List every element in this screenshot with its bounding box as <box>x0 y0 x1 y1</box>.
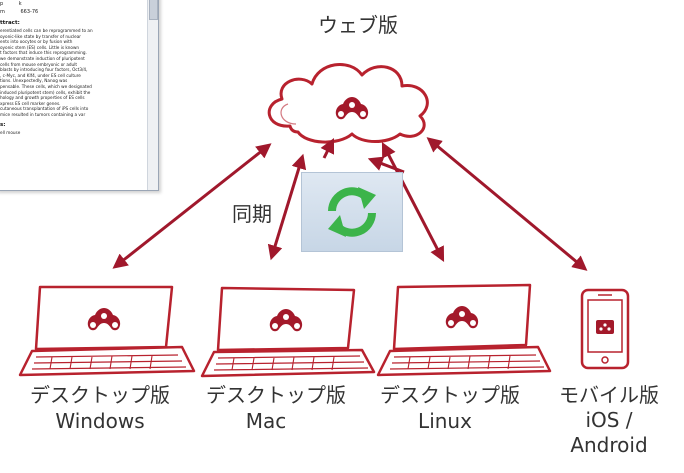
arrow-mac-left <box>267 153 307 261</box>
desktop-linux-label: デスクトップ版 <box>380 383 520 407</box>
abstract-line: we demonstrate induction of pluripotent <box>0 55 85 61</box>
paper-meta-row2-right: 663-76 <box>20 9 39 15</box>
paper-meta-row2-left: m <box>0 9 5 15</box>
abstract-heading: ttract: <box>0 20 20 26</box>
abstract-line: t factors that induce this reprogramming… <box>0 50 87 56</box>
abstract-line: mice resulted in tumors containing a var <box>0 111 86 117</box>
abstract-line: oyonic stem (ES) cells. Little is known <box>0 44 80 50</box>
paper-scrollbar[interactable] <box>147 0 158 190</box>
abstract-line: pensable. These cells, which we designat… <box>0 83 92 89</box>
abstract-text: erentiated cells can be reprogrammed to … <box>0 28 146 118</box>
laptop-icon <box>376 283 552 377</box>
abstract-line: blasts by introducing four factors, Oct3… <box>0 67 88 73</box>
abstract-line: cutaneous transplantation of iPS cells i… <box>0 106 89 112</box>
sync-icon <box>328 187 376 237</box>
mobile-os-label: iOS / Android <box>570 408 648 457</box>
abstract-line: erentiated cells can be reprogrammed to … <box>0 28 93 33</box>
paper-meta: p k <box>0 0 146 8</box>
paper-meta-left: p <box>0 1 4 7</box>
laptop-icon <box>200 286 376 378</box>
arrow-linux-inner <box>367 156 405 174</box>
arrow-mac-right <box>320 137 335 159</box>
desktop-mac-label: デスクトップ版 <box>206 383 346 407</box>
abstract-line: hology and growth properties of ES cells <box>0 95 85 101</box>
abstract-line: xpress ES cell marker genes. <box>0 100 61 106</box>
paper-meta-row2: m 663-76 <box>0 8 146 16</box>
desktop-windows-label: デスクトップ版 <box>30 383 170 407</box>
web-version-label: ウェブ版 <box>318 13 398 37</box>
scrollbar-thumb[interactable] <box>149 0 158 20</box>
cloud-icon <box>267 63 429 144</box>
abstract-line: cells from mouse embryonic or adult <box>0 61 78 67</box>
sync-label: 同期 <box>232 202 272 226</box>
sync-arrows <box>112 137 588 271</box>
paper-meta-mid: k <box>18 1 22 7</box>
mobile-label: モバイル版 <box>559 383 659 407</box>
arrow-windows <box>112 143 272 269</box>
laptop-icon <box>18 285 196 377</box>
paper-content: p k m 663-76 ttract: erentiated cells ca… <box>0 0 146 135</box>
arrow-mobile <box>426 137 588 271</box>
abstract-line: induced pluripotent stem) cells, exhibit… <box>0 89 91 95</box>
abstract-line: oyonic-like state by transfer of nuclear <box>0 33 82 39</box>
paper-screenshot: p k m 663-76 ttract: erentiated cells ca… <box>0 0 159 191</box>
sync-button[interactable] <box>301 172 403 252</box>
linux-os-label: Linux <box>418 409 472 433</box>
abstract-line: ents into oocytes or by fusion with <box>0 39 73 45</box>
keywords-text: ell mouse <box>0 129 21 135</box>
mac-os-label: Mac <box>245 409 287 433</box>
abstract-line: , c-Myc, and Klf4, under ES cell culture <box>0 72 81 78</box>
abstract-line: tions. Unexpectedly, Nanog was <box>0 78 68 84</box>
keywords-heading: s: <box>0 121 6 128</box>
smartphone-icon <box>580 288 630 370</box>
windows-os-label: Windows <box>55 409 145 433</box>
